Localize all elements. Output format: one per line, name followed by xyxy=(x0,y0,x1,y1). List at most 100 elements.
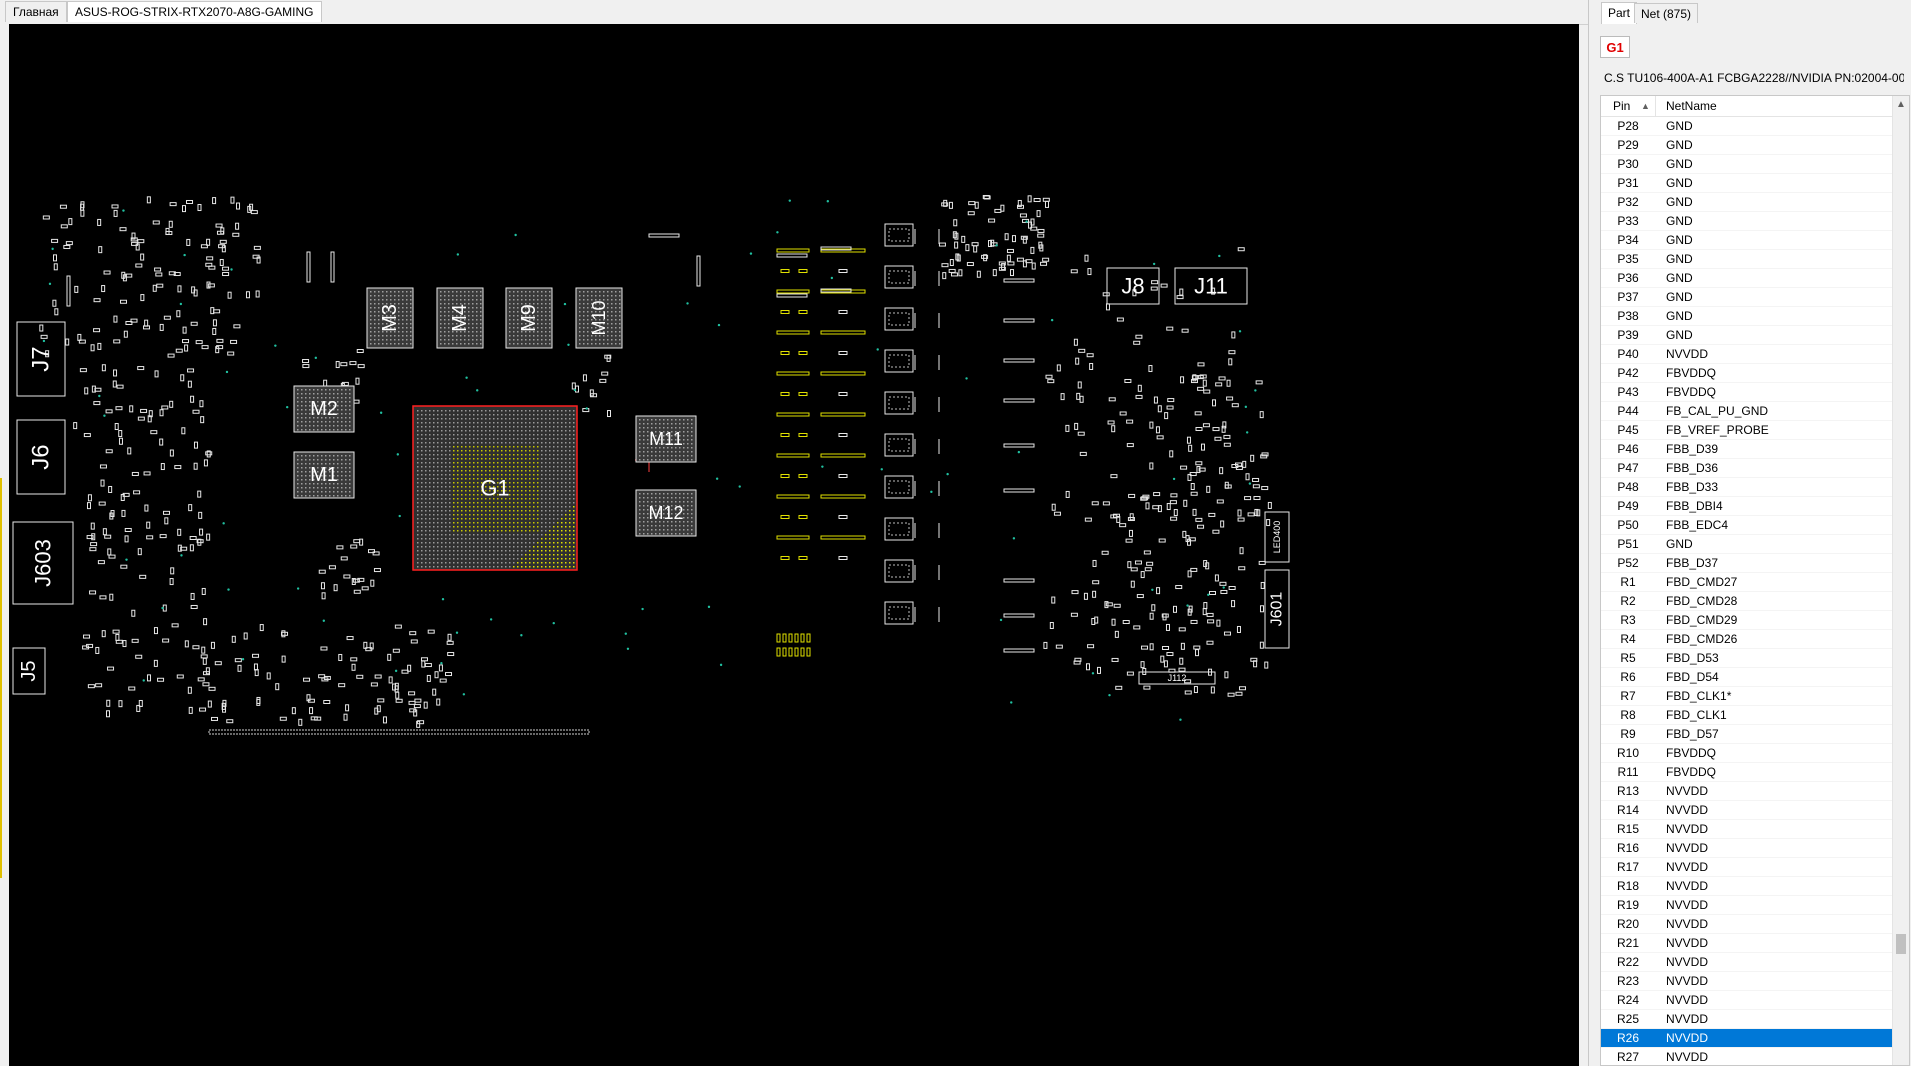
pin-cell: R6 xyxy=(1620,670,1636,684)
component-j8[interactable]: J8 xyxy=(1106,267,1160,305)
component-m11[interactable]: M11 xyxy=(635,415,697,463)
net-cell: FBD_CMD27 xyxy=(1666,575,1738,589)
column-header-pin[interactable]: Pin xyxy=(1613,99,1631,113)
component-m3[interactable]: M3 xyxy=(366,287,414,349)
component-j5[interactable]: J5 xyxy=(12,647,46,695)
component-j11[interactable]: J11 xyxy=(1174,267,1248,305)
component-m4[interactable]: M4 xyxy=(436,287,484,349)
tab-net[interactable]: Net (875) xyxy=(1634,3,1699,23)
scroll-thumb[interactable] xyxy=(1896,934,1906,954)
component-j7[interactable]: J7 xyxy=(16,321,66,397)
component-g1[interactable]: G1 xyxy=(412,405,578,571)
component-led400[interactable]: LED400 xyxy=(1264,511,1290,563)
component-label: M4 xyxy=(449,304,471,332)
net-cell: GND xyxy=(1666,252,1693,266)
component-j6[interactable]: J6 xyxy=(16,419,66,495)
tab-home[interactable]: Главная xyxy=(5,1,67,22)
pin-cell: P33 xyxy=(1617,214,1639,228)
component-j603[interactable]: J603 xyxy=(12,521,74,605)
component-m2[interactable]: M2 xyxy=(293,385,355,433)
component-label: J601 xyxy=(1269,592,1286,627)
pin-cell: P50 xyxy=(1617,518,1639,532)
board-decor xyxy=(39,194,1272,735)
scroll-up-icon[interactable]: ▲ xyxy=(1896,99,1906,110)
column-header-netname[interactable]: NetName xyxy=(1666,99,1717,113)
component-m10[interactable]: M10 xyxy=(575,287,623,349)
selected-part-button[interactable]: G1 xyxy=(1600,36,1630,58)
tab-board-file[interactable]: ASUS-ROG-STRIX-RTX2070-A8G-GAMING xyxy=(67,1,322,22)
pin-cell: P47 xyxy=(1617,461,1639,475)
net-cell: FB_CAL_PU_GND xyxy=(1666,404,1769,418)
column-divider xyxy=(1655,96,1656,116)
pin-cell: R27 xyxy=(1616,1050,1639,1064)
pin-cell: P38 xyxy=(1617,309,1639,323)
pin-cell: R15 xyxy=(1616,822,1639,836)
component-j601[interactable]: J601 xyxy=(1264,569,1290,649)
component-m1[interactable]: M1 xyxy=(293,451,355,499)
pin-cell: R17 xyxy=(1616,860,1639,874)
component-m9[interactable]: M9 xyxy=(505,287,553,349)
net-cell: FBD_CMD29 xyxy=(1666,613,1738,627)
net-cell: FBD_CMD26 xyxy=(1666,632,1738,646)
tab-part[interactable]: Part xyxy=(1601,2,1638,24)
component-j112[interactable]: J112 xyxy=(1138,671,1216,685)
grid-scrollbar[interactable]: ▲ xyxy=(1892,96,1909,1065)
component-label: M9 xyxy=(518,304,540,332)
component-m12[interactable]: M12 xyxy=(635,489,697,537)
